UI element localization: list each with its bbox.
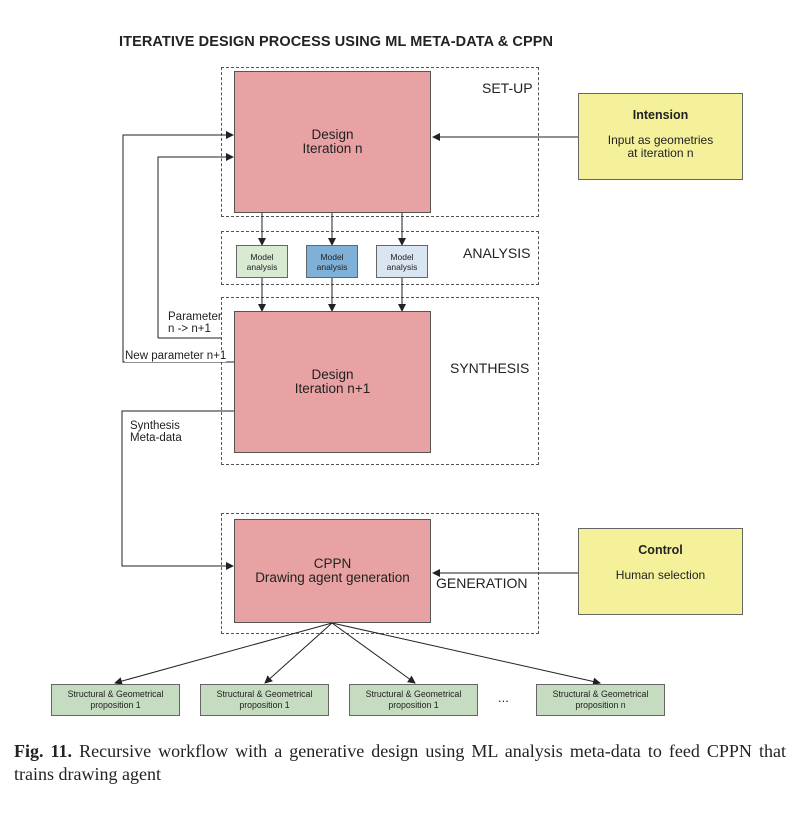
design-iteration-n1-box: Design Iteration n+1 — [234, 311, 431, 453]
model-analysis-2-line2: analysis — [316, 261, 348, 272]
new-parameter-label: New parameter n+1 — [125, 350, 227, 362]
parameter-label: Parameter n -> n+1 — [168, 311, 222, 335]
model-analysis-2-line1: Model — [320, 251, 344, 262]
cppn-line2: Drawing agent generation — [255, 570, 410, 585]
parameter-line1: Parameter — [168, 311, 222, 323]
synthesis-metadata-label: Synthesis Meta-data — [130, 420, 182, 444]
model-analysis-3-line2: analysis — [386, 261, 418, 272]
design-iteration-n-box: Design Iteration n — [234, 71, 431, 213]
caption-text: Recursive workflow with a generative des… — [14, 741, 786, 784]
model-analysis-1-line2: analysis — [246, 261, 278, 272]
proposition-1-line1: Structural & Geometrical — [67, 689, 164, 699]
design-n-line2: Iteration n — [302, 141, 363, 156]
synthesis-label: SYNTHESIS — [450, 360, 530, 376]
model-analysis-1-line1: Model — [250, 251, 274, 262]
diagram-title: ITERATIVE DESIGN PROCESS USING ML META-D… — [119, 34, 554, 50]
intension-line2: at iteration n — [627, 146, 694, 160]
proposition-3-line2: proposition 1 — [388, 700, 439, 710]
generation-label: GENERATION — [436, 575, 528, 591]
design-n1-line1: Design — [311, 367, 354, 382]
cppn-line1: CPPN — [313, 556, 352, 571]
ellipsis: ... — [498, 690, 509, 705]
synthesis-line1: Synthesis — [130, 420, 180, 432]
proposition-box-2: Structural & Geometrical proposition 1 — [200, 684, 329, 716]
proposition-n-line1: Structural & Geometrical — [552, 689, 649, 699]
proposition-box-3: Structural & Geometrical proposition 1 — [349, 684, 478, 716]
setup-label: SET-UP — [482, 80, 533, 96]
cppn-box: CPPN Drawing agent generation — [234, 519, 431, 623]
control-text: Human selection — [615, 568, 706, 582]
parameter-line2: n -> n+1 — [168, 323, 211, 335]
proposition-box-1: Structural & Geometrical proposition 1 — [51, 684, 180, 716]
model-analysis-1: Model analysis — [236, 245, 288, 278]
proposition-1-line2: proposition 1 — [90, 700, 141, 710]
control-box: Control Human selection — [578, 528, 743, 615]
synthesis-line2: Meta-data — [130, 432, 182, 444]
proposition-2-line1: Structural & Geometrical — [216, 689, 313, 699]
control-title: Control — [638, 543, 683, 557]
design-n1-line2: Iteration n+1 — [294, 381, 371, 396]
proposition-box-n: Structural & Geometrical proposition n — [536, 684, 665, 716]
proposition-2-line2: proposition 1 — [239, 700, 290, 710]
design-n-line1: Design — [311, 127, 354, 142]
intension-title: Intension — [632, 108, 689, 122]
proposition-n-line2: proposition n — [575, 700, 626, 710]
intension-box: Intension Input as geometries at iterati… — [578, 93, 743, 180]
model-analysis-3: Model analysis — [376, 245, 428, 278]
proposition-3-line1: Structural & Geometrical — [365, 689, 462, 699]
model-analysis-2: Model analysis — [306, 245, 358, 278]
analysis-section — [221, 231, 539, 285]
figure-caption: Fig. 11. Recursive workflow with a gener… — [14, 740, 786, 786]
intension-line1: Input as geometries — [607, 133, 714, 147]
model-analysis-3-line1: Model — [390, 251, 414, 262]
synthesis-section — [221, 297, 539, 465]
caption-label: Fig. 11. — [14, 741, 73, 761]
analysis-label: ANALYSIS — [463, 245, 531, 261]
setup-section — [221, 67, 539, 217]
